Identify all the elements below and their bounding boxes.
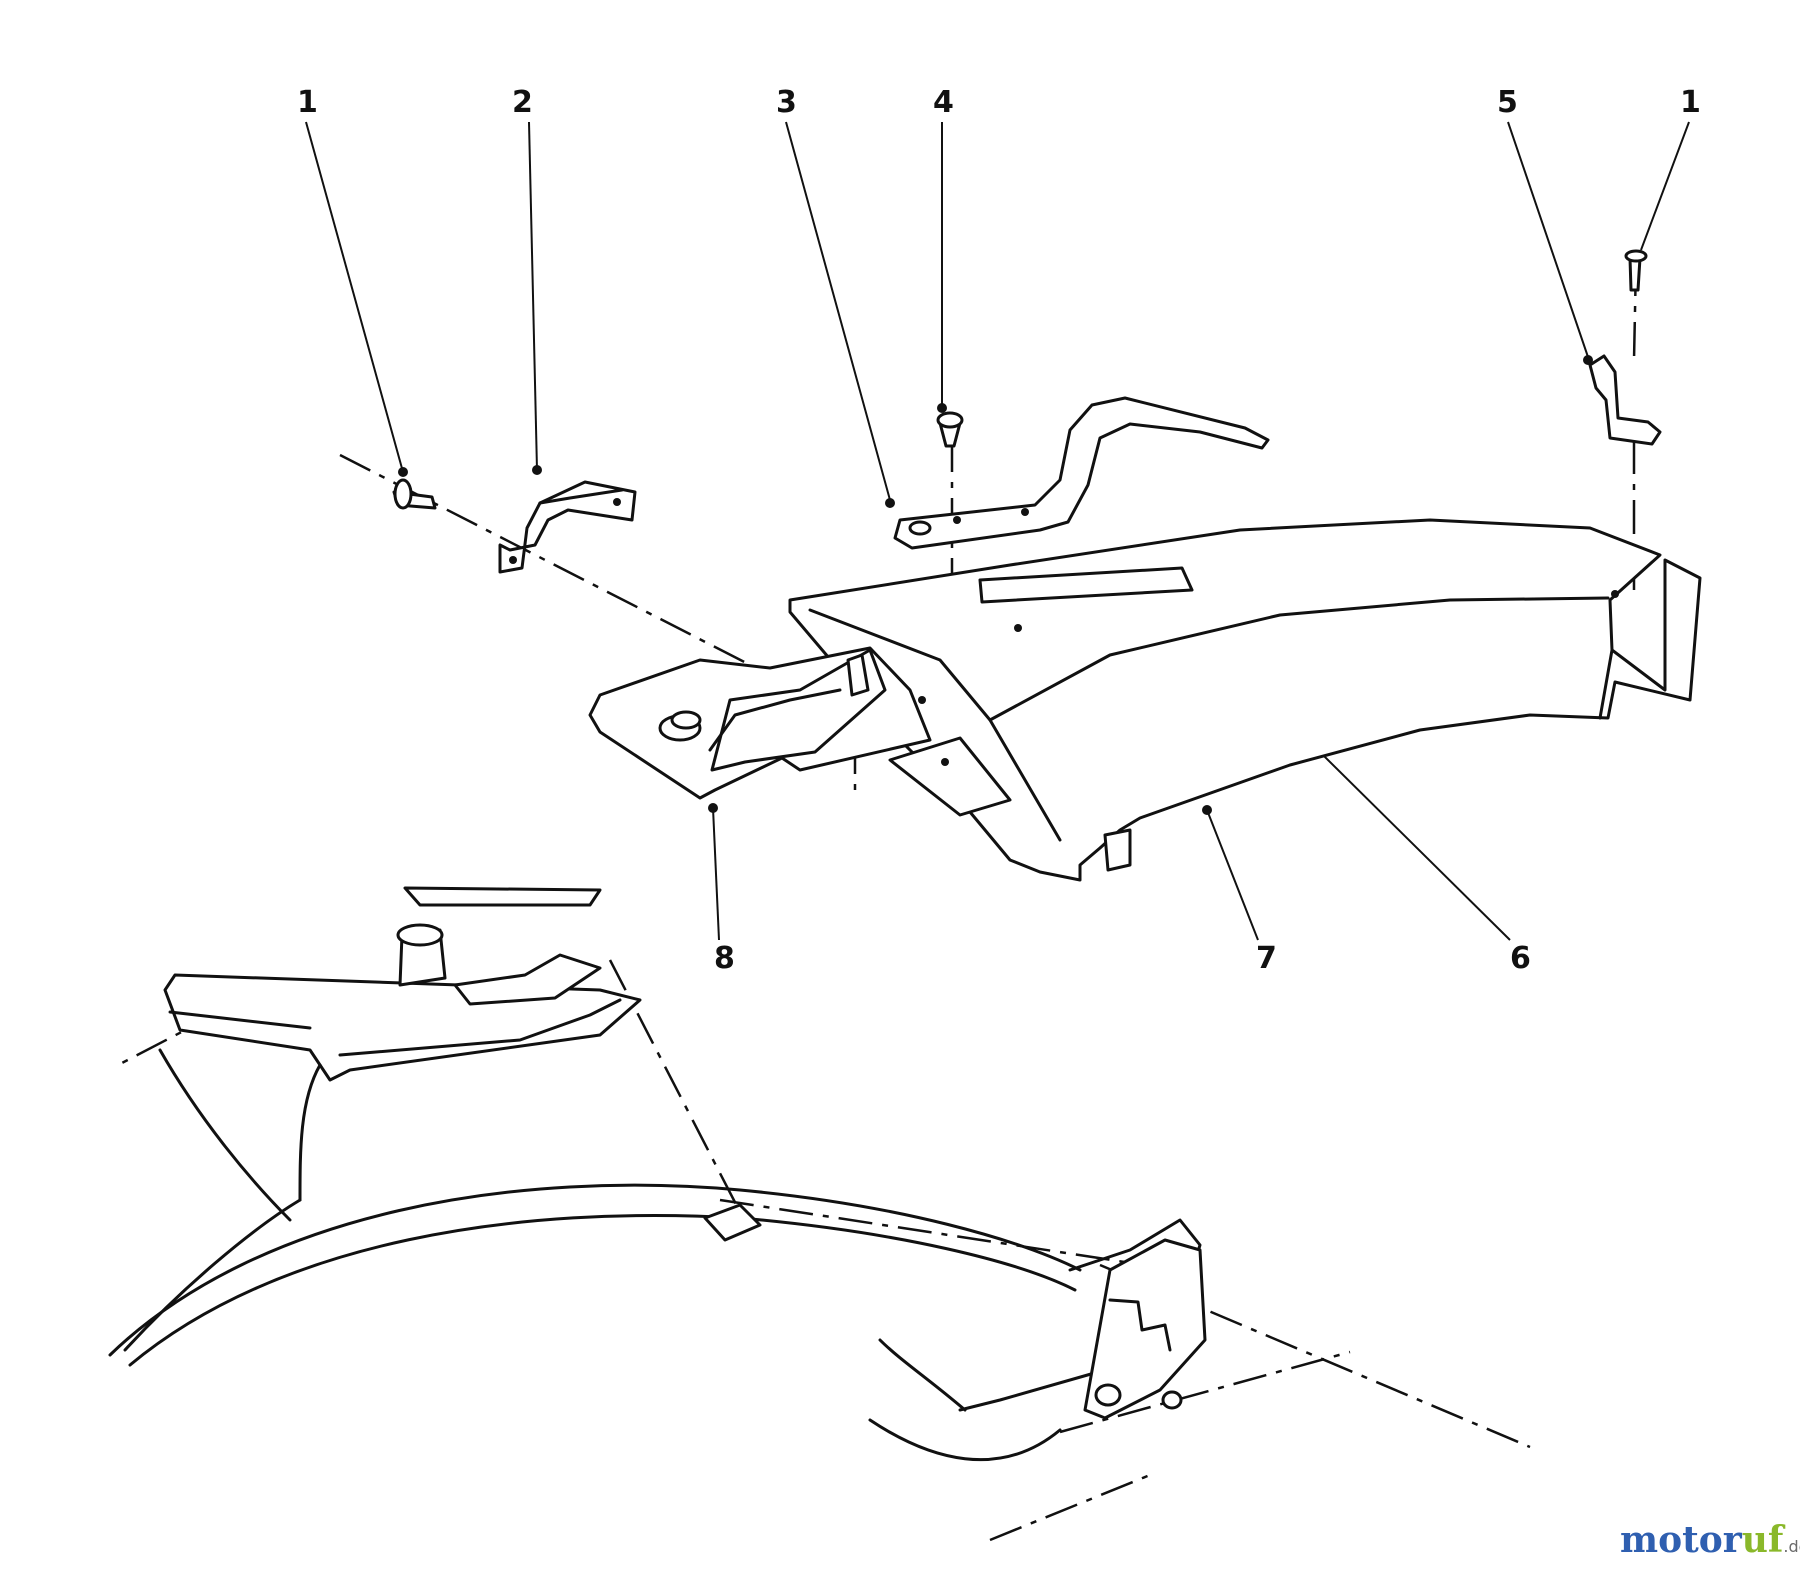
callout-6: 6 <box>1510 941 1531 976</box>
clip-part-5 <box>1588 354 1662 446</box>
callout-5: 5 <box>1497 85 1518 120</box>
callout-4: 4 <box>933 85 954 120</box>
callout-8: 8 <box>714 941 735 976</box>
callout-7: 7 <box>1256 941 1277 976</box>
callout-1-left: 1 <box>297 85 318 120</box>
watermark-letter: o <box>1658 1519 1682 1561</box>
screw-part-4 <box>936 411 964 448</box>
callout-2: 2 <box>512 85 533 120</box>
callout-3: 3 <box>776 85 797 120</box>
callout-labels: 1 2 3 4 5 1 8 7 6 <box>297 85 1701 976</box>
discharge-chute-part-7 <box>788 518 1702 882</box>
watermark-logo: motoruf.de <box>1620 1519 1800 1561</box>
callout-1-right: 1 <box>1680 85 1701 120</box>
watermark-letter: o <box>1699 1519 1723 1561</box>
mount-plate-part-8 <box>588 646 949 800</box>
rivet-part-1-right <box>1624 249 1648 292</box>
watermark-letter: f <box>1768 1519 1786 1561</box>
watermark-letter: t <box>1682 1519 1699 1561</box>
watermark-suffix: .de <box>1783 1537 1800 1556</box>
handle-part-3 <box>893 396 1270 550</box>
watermark-letter: m <box>1620 1519 1658 1561</box>
watermark-letter: r <box>1723 1519 1743 1561</box>
bracket-part-2 <box>498 480 637 574</box>
mower-deck <box>108 886 1207 1462</box>
watermark-letter: u <box>1742 1519 1768 1561</box>
watermark-text: motoruf.de <box>1620 1519 1800 1561</box>
rivet-part-1-left <box>392 478 437 510</box>
